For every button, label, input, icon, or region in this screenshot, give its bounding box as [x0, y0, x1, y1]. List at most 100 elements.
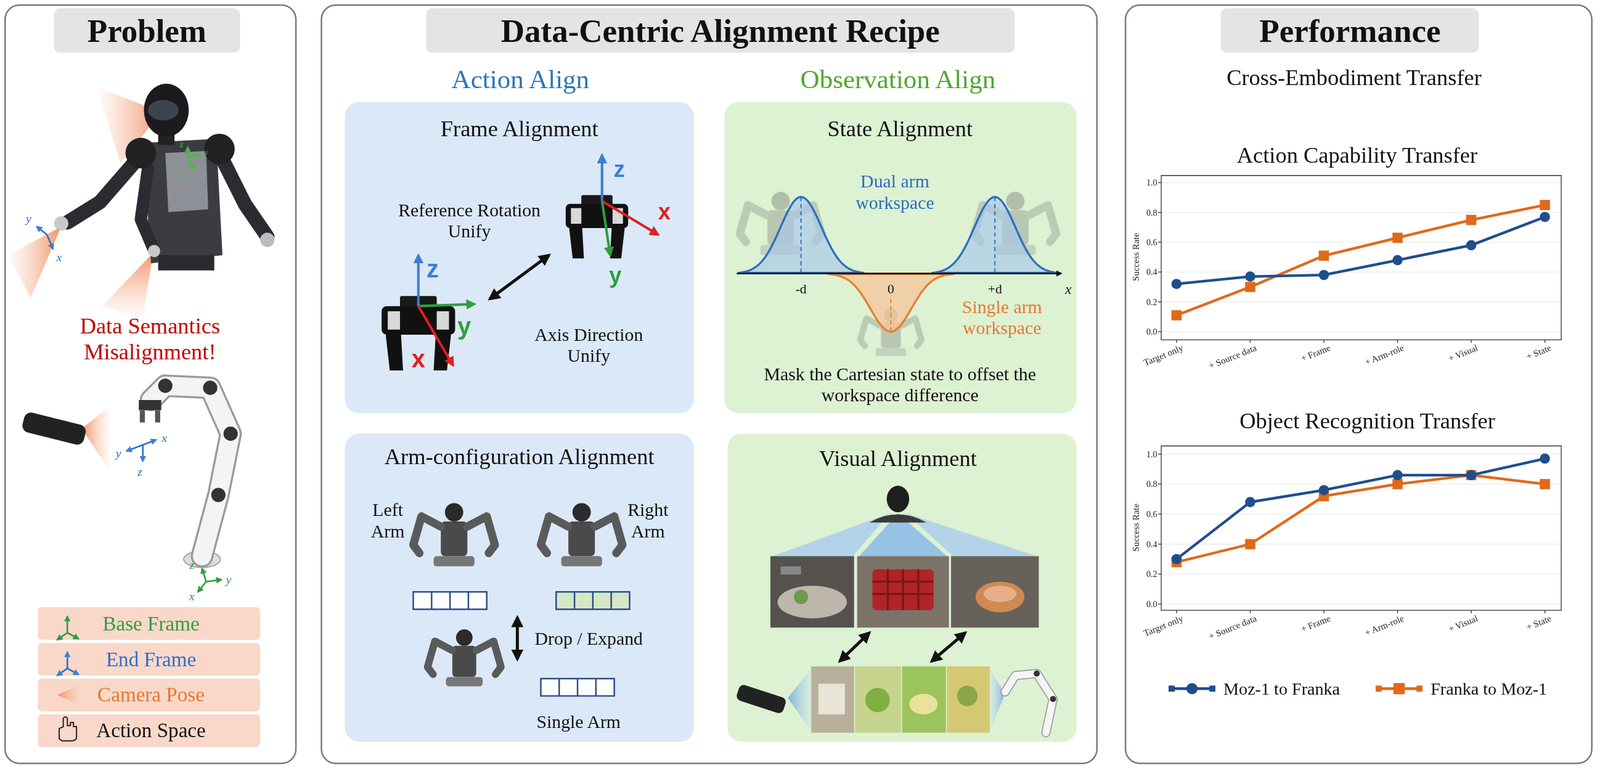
camera-view-image [865, 687, 890, 713]
action-vector [555, 591, 630, 609]
y-tick-label: 1.0 [1146, 449, 1158, 460]
axes-icon [66, 616, 69, 633]
camera-view-image [777, 585, 848, 619]
panel-box: Performance [1125, 4, 1592, 764]
humanoid-robot [125, 138, 157, 169]
action-align-box: Arm-configuration Alignment [345, 433, 694, 743]
line-chart [1171, 554, 1183, 565]
axis-letter: z [613, 156, 625, 183]
line-chart [1244, 496, 1256, 508]
frame-axes [418, 306, 454, 366]
observation-align-box: Visual Alignment [727, 433, 1077, 743]
base-frame-axes [186, 146, 188, 158]
x-tick-label: Target only [1142, 613, 1185, 639]
camera-view-image [857, 555, 950, 628]
axes-icon [57, 616, 79, 676]
humanoid-robot [147, 99, 179, 121]
x-tick-label: + Arm-role [1363, 342, 1406, 368]
gripper-illustration [381, 295, 455, 371]
line-chart [1544, 339, 1546, 343]
concept-box-shape [37, 678, 261, 712]
line-chart [1176, 216, 1546, 285]
franka-arm [155, 410, 161, 423]
franka-arm [138, 378, 238, 568]
line-chart [1171, 310, 1183, 321]
humanoid-robot [165, 151, 209, 213]
frame-axes [418, 303, 475, 306]
line-chart [1176, 205, 1546, 316]
line-chart [1158, 175, 1562, 344]
line-chart [1158, 271, 1162, 273]
line-chart [1158, 543, 1162, 545]
axis-letter: y [608, 262, 622, 289]
camera-view-image [946, 666, 990, 733]
concept-label: Action Space [96, 718, 206, 743]
frame-axes [417, 255, 420, 307]
line-chart [1158, 330, 1162, 332]
frame-axes [602, 200, 659, 235]
franka-arm [1005, 673, 1054, 733]
end-frame-axes [36, 226, 54, 249]
concept-label: Base Frame [102, 612, 200, 636]
line-chart [1161, 543, 1562, 545]
base-frame-axes [197, 568, 222, 592]
y-tick-label: 0.0 [1146, 599, 1158, 609]
line-chart [1161, 603, 1562, 605]
y-axis-label: Success Rate [1131, 232, 1143, 282]
dual-arm-robot [413, 502, 495, 567]
line-chart [1392, 232, 1403, 244]
box-heading: Arm-configuration Alignment [384, 444, 655, 471]
legend-sample [1168, 680, 1216, 697]
humanoid-head [886, 485, 910, 513]
franka-arm [989, 668, 1006, 731]
line-chart [1466, 470, 1477, 481]
line-chart [1158, 175, 1562, 614]
gripper-illustration [565, 195, 629, 259]
line-chart [1318, 485, 1330, 496]
action-align-box-shape [345, 102, 694, 414]
double-arrow [489, 255, 550, 299]
line-chart [1175, 610, 1177, 614]
illustration [8, 83, 1562, 741]
axis-letter: x [189, 588, 195, 603]
axis-letter: z [137, 464, 143, 479]
hand-icon [59, 716, 77, 741]
camera-view-image [957, 685, 978, 707]
franka-arm [138, 400, 161, 411]
axis-letter: x [411, 345, 426, 374]
x-tick-label: + Frame [1299, 613, 1332, 635]
line-chart [1244, 538, 1256, 550]
line-chart [1392, 255, 1403, 266]
line-chart [1392, 470, 1403, 481]
franka-arm [202, 380, 217, 396]
line-chart [1161, 573, 1562, 575]
camera-view-image [983, 585, 1017, 602]
end-frame-axes [141, 444, 144, 462]
center-dashes [994, 197, 996, 274]
franka-arm [158, 378, 173, 393]
observation-align-box-shape [727, 433, 1077, 743]
x-tick-label: + Frame [1299, 342, 1332, 365]
line-chart [1158, 483, 1162, 485]
double-arrow [515, 617, 519, 660]
observation-align-box: State AlignmentMask the Cartesian state … [724, 102, 1077, 414]
workspace-curve [737, 197, 1059, 333]
line-chart [1161, 446, 1562, 611]
x-tick-label: + Arm-role [1363, 613, 1406, 639]
camera-illustration [735, 668, 812, 731]
box-heading: Frame Alignment [440, 116, 599, 143]
franka-arm [151, 385, 231, 556]
axis-letter: y [115, 446, 122, 461]
annotation-label: Object Recognition Transfer [1239, 408, 1496, 435]
legend-text: Franka to Moz-1 [1430, 679, 1547, 699]
box-heading: State Alignment [827, 116, 973, 143]
action-align-box: Frame Alignment [345, 102, 694, 414]
camera-view-image [770, 555, 1039, 733]
line-chart [1249, 339, 1251, 343]
vision-cone [772, 513, 1037, 557]
annotation-label: Drop / Expand [534, 628, 643, 649]
camera-illustration [20, 411, 88, 447]
base-frame-axes [187, 146, 201, 169]
axis-letter: x [183, 169, 188, 180]
